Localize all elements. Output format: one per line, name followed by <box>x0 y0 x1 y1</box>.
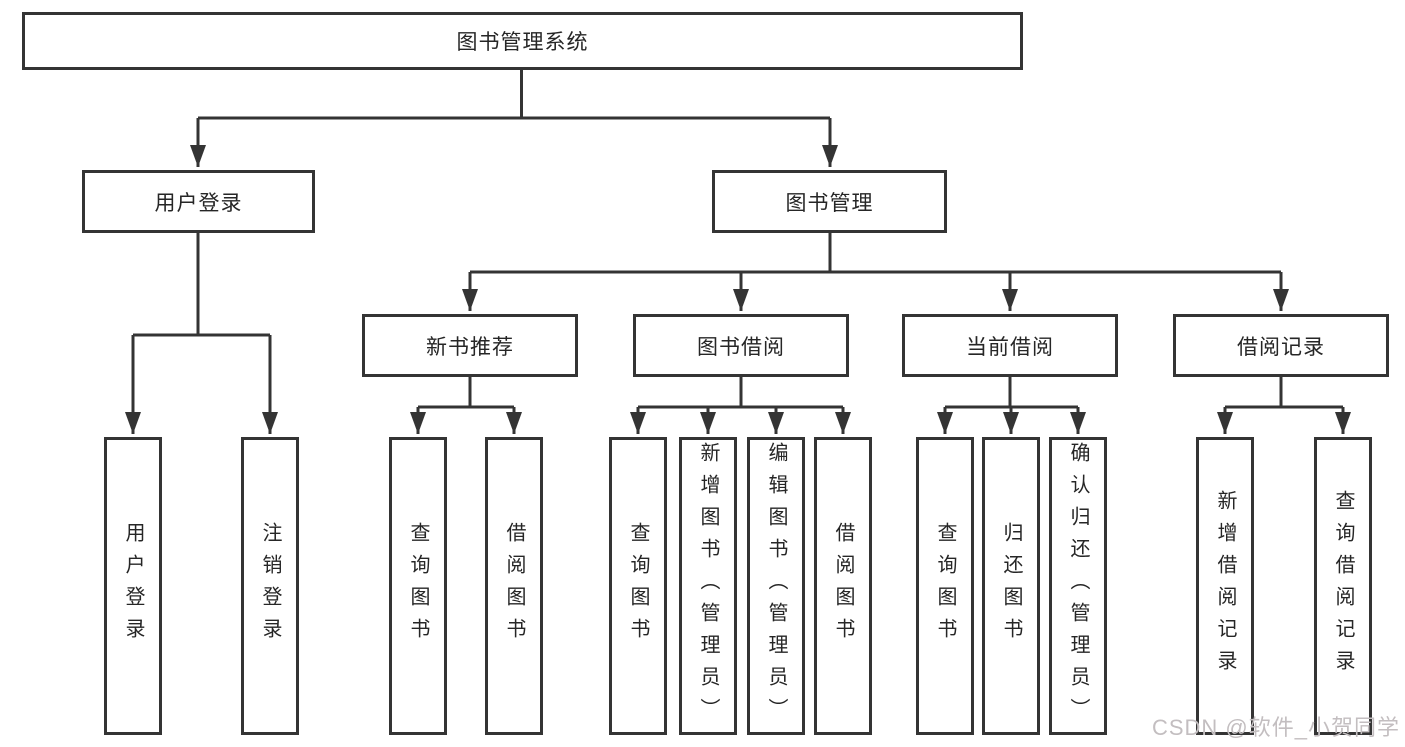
node-new-book-recommend: 新书推荐 <box>362 314 578 377</box>
leaf-br-query-record-label: 查询借阅记录 <box>1332 490 1354 682</box>
leaf-user-login-label: 用户登录 <box>122 522 144 650</box>
leaf-nb-query-book-label: 查询图书 <box>407 522 429 650</box>
connector-current-borrow-trunk <box>945 377 1078 409</box>
leaf-cb-query-book-label: 查询图书 <box>934 522 956 650</box>
leaf-bb-add-book-admin-label: 新增图书（管理员） <box>697 442 719 730</box>
leaf-cb-return-book-label: 归还图书 <box>1000 522 1022 650</box>
connector-book-management-trunk <box>470 233 1281 274</box>
node-borrow-records: 借阅记录 <box>1173 314 1389 377</box>
connector-user-login-trunk <box>133 233 270 337</box>
node-borrow-records-label: 借阅记录 <box>1237 335 1325 359</box>
leaf-bb-query-book: 查询图书 <box>609 437 667 735</box>
node-book-management: 图书管理 <box>712 170 947 233</box>
leaf-cb-query-book: 查询图书 <box>916 437 974 735</box>
leaf-bb-edit-book-admin-label: 编辑图书（管理员） <box>765 442 787 730</box>
node-user-login: 用户登录 <box>82 170 315 233</box>
leaf-bb-borrow-book: 借阅图书 <box>814 437 872 735</box>
node-new-book-recommend-label: 新书推荐 <box>426 335 514 359</box>
node-user-login-label: 用户登录 <box>154 191 243 215</box>
leaf-bb-add-book-admin: 新增图书（管理员） <box>679 437 737 735</box>
leaf-cb-confirm-return-admin: 确认归还（管理员） <box>1049 437 1107 735</box>
leaf-nb-query-book: 查询图书 <box>389 437 447 735</box>
leaf-bb-query-book-label: 查询图书 <box>627 522 649 650</box>
node-root-system: 图书管理系统 <box>22 12 1023 70</box>
leaf-nb-borrow-book: 借阅图书 <box>485 437 543 735</box>
csdn-watermark: CSDN @软件_小贺同学 <box>1151 715 1400 740</box>
leaf-nb-borrow-book-label: 借阅图书 <box>503 522 525 650</box>
node-current-borrow: 当前借阅 <box>902 314 1118 377</box>
node-book-borrow: 图书借阅 <box>633 314 849 377</box>
leaf-br-add-record: 新增借阅记录 <box>1196 437 1254 735</box>
connector-root-trunk <box>198 70 830 120</box>
leaf-bb-borrow-book-label: 借阅图书 <box>832 522 854 650</box>
connector-book-borrow-trunk <box>638 377 843 409</box>
connector-new-book-trunk <box>418 377 514 409</box>
node-book-borrow-label: 图书借阅 <box>697 335 785 359</box>
leaf-logout: 注销登录 <box>241 437 299 735</box>
leaf-user-login: 用户登录 <box>104 437 162 735</box>
leaf-logout-label: 注销登录 <box>259 522 281 650</box>
node-book-management-label: 图书管理 <box>785 191 874 215</box>
node-root-label: 图书管理系统 <box>456 31 589 54</box>
leaf-br-add-record-label: 新增借阅记录 <box>1214 490 1236 682</box>
leaf-br-query-record: 查询借阅记录 <box>1314 437 1372 735</box>
leaf-cb-return-book: 归还图书 <box>982 437 1040 735</box>
connector-borrow-records-trunk <box>1225 377 1343 409</box>
leaf-cb-confirm-return-admin-label: 确认归还（管理员） <box>1067 442 1089 730</box>
leaf-bb-edit-book-admin: 编辑图书（管理员） <box>747 437 805 735</box>
node-current-borrow-label: 当前借阅 <box>966 335 1054 359</box>
